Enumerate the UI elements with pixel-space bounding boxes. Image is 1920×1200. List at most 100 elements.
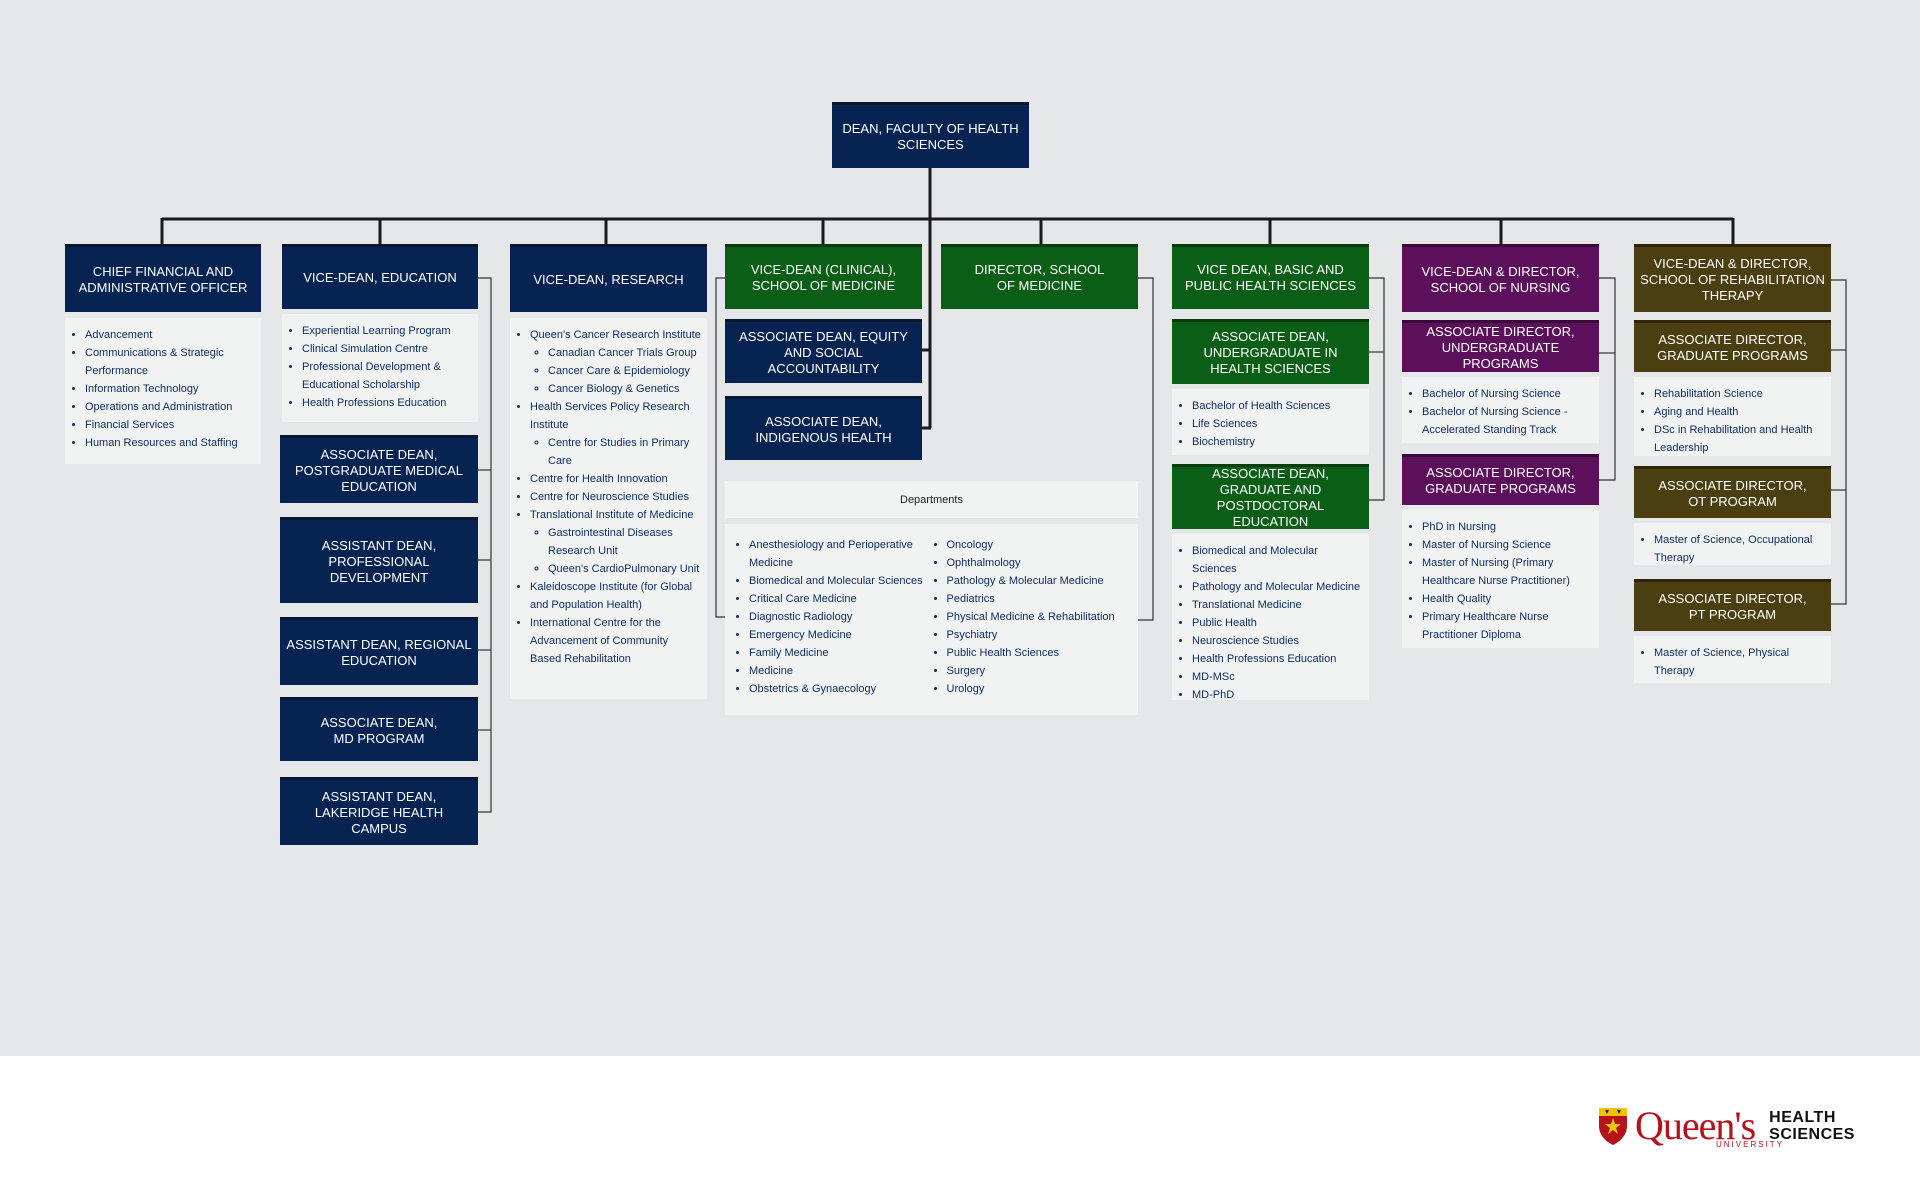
rehab-grad-title: ASSOCIATE DIRECTOR, GRADUATE PROGRAMS <box>1657 331 1808 363</box>
md-program-box: ASSOCIATE DEAN, MD PROGRAM <box>280 697 478 761</box>
university-wordmark: UNIVERSITY <box>1716 1140 1785 1149</box>
departments-heading: Departments <box>725 481 1138 518</box>
dean-title: DEAN, FACULTY OF HEALTH SCIENCES <box>842 120 1019 152</box>
education-list: Experiential Learning Program Clinical S… <box>282 314 478 422</box>
basic-grad-title: ASSOCIATE DEAN, GRADUATE AND POSTDOCTORA… <box>1212 466 1329 529</box>
list-item: Rehabilitation Science <box>1654 385 1825 403</box>
department-item: Psychiatry <box>947 626 1131 644</box>
department-item: Family Medicine <box>749 644 933 662</box>
list-item-label: Queen's Cancer Research Institute <box>530 329 701 341</box>
department-item: Medicine <box>749 662 933 680</box>
org-chart: DEAN, FACULTY OF HEALTH SCIENCES CHIEF F… <box>0 0 1920 1056</box>
nursing-grad-list: PhD in Nursing Master of Nursing Science… <box>1402 510 1599 648</box>
list-item: DSc in Rehabilitation and Health Leaders… <box>1654 421 1825 457</box>
list-item: Communications & Strategic Performance <box>85 344 255 380</box>
department-item: Biomedical and Molecular Sciences <box>749 572 933 590</box>
list-item: Human Resources and Staffing <box>85 434 255 452</box>
department-item: Diagnostic Radiology <box>749 608 933 626</box>
list-item: MD-MSc <box>1192 668 1363 686</box>
list-item: Advancement <box>85 326 255 344</box>
list-item: Centre for Health Innovation <box>530 470 701 488</box>
nursing-title: VICE-DEAN & DIRECTOR, SCHOOL OF NURSING <box>1421 263 1580 295</box>
connector-lines <box>160 168 1847 813</box>
list-item: Biomedical and Molecular Sciences <box>1192 542 1363 578</box>
basic-grad-list: Biomedical and Molecular Sciences Pathol… <box>1172 534 1369 701</box>
regional-box: ASSISTANT DEAN, REGIONAL EDUCATION <box>280 617 478 685</box>
basic-undergrad-box: ASSOCIATE DEAN, UNDERGRADUATE IN HEALTH … <box>1172 319 1369 384</box>
cfo-title: CHIEF FINANCIAL AND ADMINISTRATIVE OFFIC… <box>78 263 248 295</box>
sub-list-item: Cancer Biology & Genetics <box>548 380 701 398</box>
list-item: International Centre for the Advancement… <box>530 614 701 668</box>
indigenous-title: ASSOCIATE DEAN, INDIGENOUS HEALTH <box>755 413 892 445</box>
prof-dev-box: ASSISTANT DEAN, PROFESSIONAL DEVELOPMENT <box>280 517 478 603</box>
list-item: Clinical Simulation Centre <box>302 340 472 358</box>
queens-health-sciences-logo: Queen's UNIVERSITY HEALTH SCIENCES <box>1597 1104 1855 1149</box>
list-item: Life Sciences <box>1192 415 1363 433</box>
director-medicine-title: DIRECTOR, SCHOOL OF MEDICINE <box>974 262 1105 293</box>
rehab-ot-list: Master of Science, Occupational Therapy <box>1634 523 1831 565</box>
list-item: Biochemistry <box>1192 433 1363 451</box>
departments-list: Anesthesiology and Perioperative Medicin… <box>725 524 1138 715</box>
list-item: Bachelor of Health Sciences <box>1192 397 1363 415</box>
equity-box: ASSOCIATE DEAN, EQUITY AND SOCIAL ACCOUN… <box>725 319 922 383</box>
research-box: VICE-DEAN, RESEARCH <box>510 244 707 312</box>
list-item: Translational Medicine <box>1192 596 1363 614</box>
nursing-undergrad-box: ASSOCIATE DIRECTOR, UNDERGRADUATE PROGRA… <box>1402 320 1599 372</box>
basic-title: VICE DEAN, BASIC AND PUBLIC HEALTH SCIEN… <box>1185 262 1356 293</box>
list-item-label: International Centre for the Advancement… <box>530 617 669 665</box>
list-item: Master of Nursing Science <box>1422 536 1593 554</box>
list-item: Health Professions Education <box>1192 650 1363 668</box>
department-item: Emergency Medicine <box>749 626 933 644</box>
list-item: Kaleidoscope Institute (for Global and P… <box>530 578 701 614</box>
indigenous-box: ASSOCIATE DEAN, INDIGENOUS HEALTH <box>725 396 922 460</box>
list-item-label: Kaleidoscope Institute (for Global and P… <box>530 581 693 611</box>
list-item: Health Professions Education <box>302 394 472 412</box>
dean-box: DEAN, FACULTY OF HEALTH SCIENCES <box>832 102 1029 168</box>
rehab-title: VICE-DEAN & DIRECTOR, SCHOOL OF REHABILI… <box>1640 255 1825 303</box>
regional-title: ASSISTANT DEAN, REGIONAL EDUCATION <box>286 636 472 668</box>
rehab-box: VICE-DEAN & DIRECTOR, SCHOOL OF REHABILI… <box>1634 244 1831 312</box>
list-item: Primary Healthcare Nurse Practitioner Di… <box>1422 608 1593 644</box>
list-item: Information Technology <box>85 380 255 398</box>
department-item: Pediatrics <box>947 590 1131 608</box>
basic-undergrad-list: Bachelor of Health Sciences Life Science… <box>1172 389 1369 455</box>
list-item: MD-PhD <box>1192 686 1363 704</box>
shield-icon <box>1599 1108 1627 1145</box>
health-sciences-wordmark: HEALTH SCIENCES <box>1769 1109 1855 1143</box>
lakeridge-box: ASSISTANT DEAN, LAKERIDGE HEALTH CAMPUS <box>280 777 478 845</box>
nursing-grad-title: ASSOCIATE DIRECTOR, GRADUATE PROGRAMS <box>1425 465 1576 496</box>
education-title: VICE-DEAN, EDUCATION <box>303 270 457 285</box>
cfo-box: CHIEF FINANCIAL AND ADMINISTRATIVE OFFIC… <box>65 244 261 312</box>
list-item-label: Translational Institute of Medicine <box>530 509 694 521</box>
rehab-pt-box: ASSOCIATE DIRECTOR, PT PROGRAM <box>1634 579 1831 631</box>
list-item: Professional Development & Educational S… <box>302 358 472 394</box>
department-item: Pathology & Molecular Medicine <box>947 572 1131 590</box>
list-item: Bachelor of Nursing Science - Accelerate… <box>1422 403 1593 439</box>
basic-box: VICE DEAN, BASIC AND PUBLIC HEALTH SCIEN… <box>1172 244 1369 309</box>
list-item: Aging and Health <box>1654 403 1825 421</box>
sub-list-item: Queen's CardioPulmonary Unit <box>548 560 701 578</box>
lakeridge-title: ASSISTANT DEAN, LAKERIDGE HEALTH CAMPUS <box>314 788 444 836</box>
department-item: Ophthalmology <box>947 554 1131 572</box>
list-item: Public Health <box>1192 614 1363 632</box>
nursing-undergrad-title: ASSOCIATE DIRECTOR, UNDERGRADUATE PROGRA… <box>1426 323 1575 371</box>
postgrad-title: ASSOCIATE DEAN, POSTGRADUATE MEDICAL EDU… <box>294 446 464 494</box>
departments-heading-text: Departments <box>900 493 963 506</box>
research-title: VICE-DEAN, RESEARCH <box>533 271 684 287</box>
rehab-grad-list: Rehabilitation Science Aging and Health … <box>1634 377 1831 456</box>
nursing-undergrad-list: Bachelor of Nursing Science Bachelor of … <box>1402 377 1599 443</box>
list-item: Master of Nursing (Primary Healthcare Nu… <box>1422 554 1593 590</box>
clinical-box: VICE-DEAN (CLINICAL), SCHOOL OF MEDICINE <box>725 244 922 309</box>
list-item-label: Centre for Health Innovation <box>530 473 668 485</box>
prof-dev-title: ASSISTANT DEAN, PROFESSIONAL DEVELOPMENT <box>321 537 437 585</box>
sub-list-item: Gastrointestinal Diseases Research Unit <box>548 524 701 560</box>
nursing-box: VICE-DEAN & DIRECTOR, SCHOOL OF NURSING <box>1402 244 1599 312</box>
list-item: Health Quality <box>1422 590 1593 608</box>
basic-undergrad-title: ASSOCIATE DEAN, UNDERGRADUATE IN HEALTH … <box>1203 329 1338 376</box>
department-item: Critical Care Medicine <box>749 590 933 608</box>
sub-list-item: Centre for Studies in Primary Care <box>548 434 701 470</box>
rehab-ot-box: ASSOCIATE DIRECTOR, OT PROGRAM <box>1634 466 1831 518</box>
department-item: Surgery <box>947 662 1131 680</box>
list-item-label: Centre for Neuroscience Studies <box>530 491 689 503</box>
department-item: Oncology <box>947 536 1131 554</box>
